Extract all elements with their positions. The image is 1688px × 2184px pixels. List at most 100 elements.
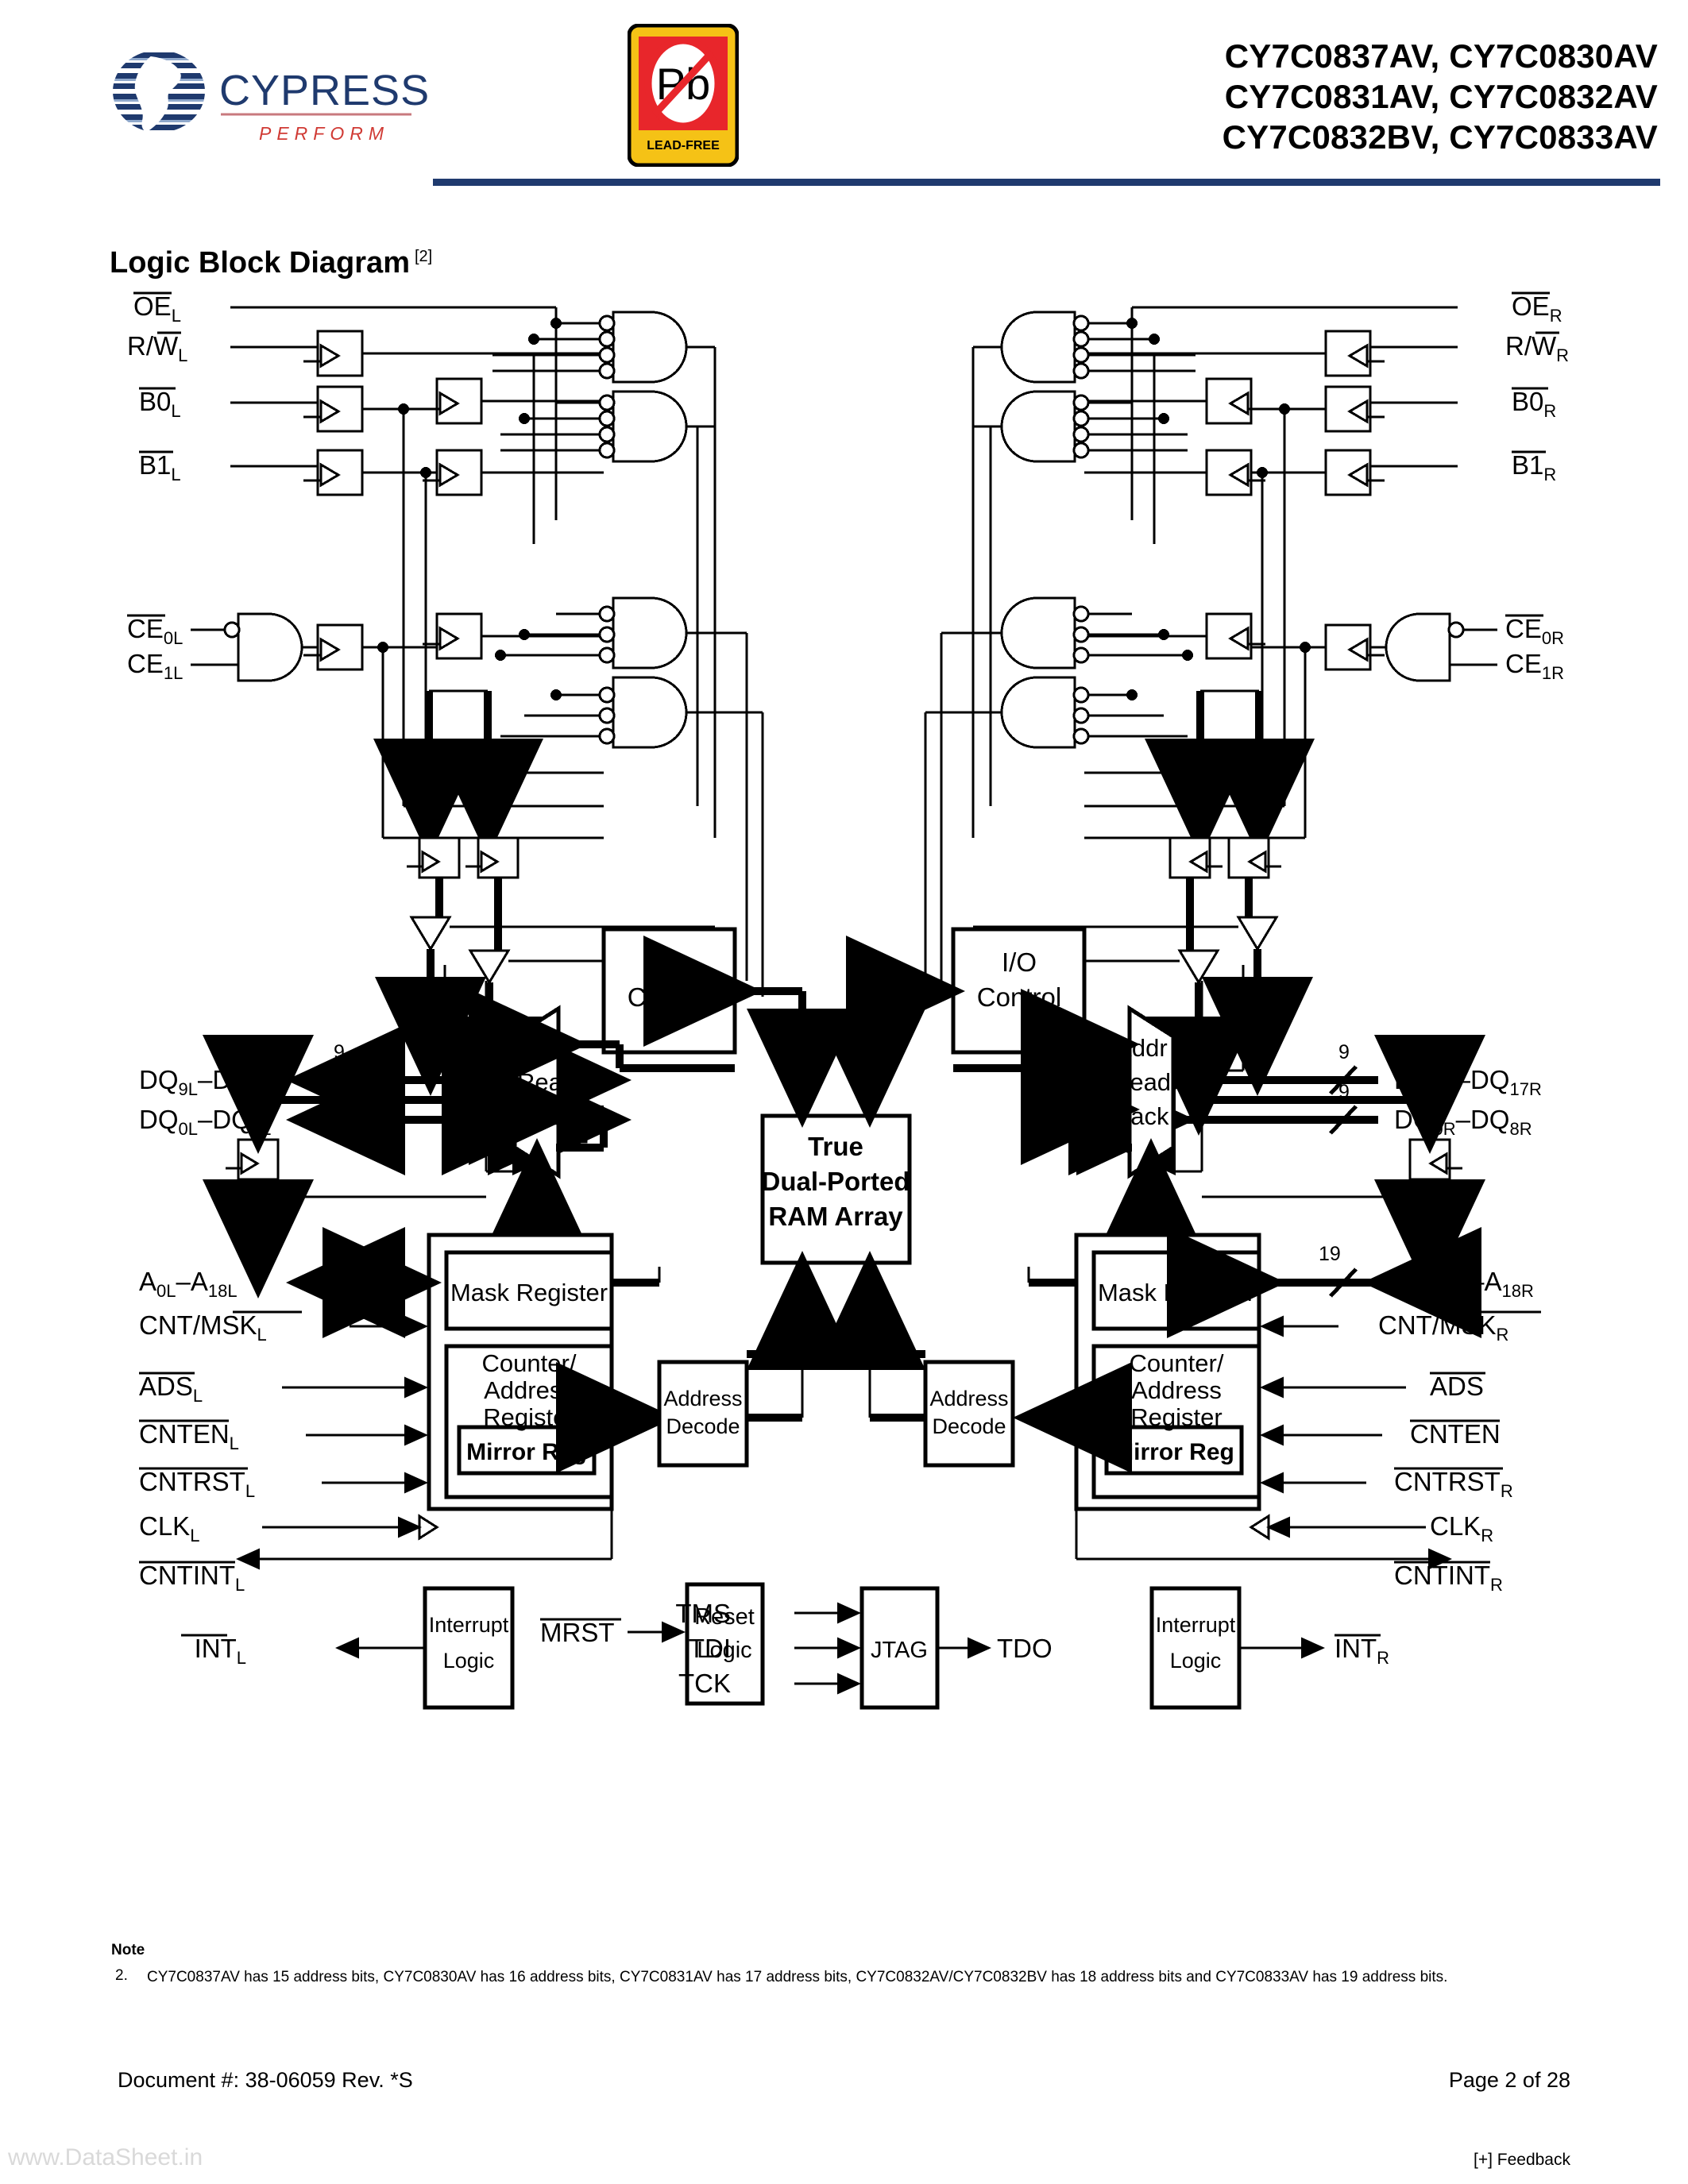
- signal-label-addr-right: A0R–A18R: [1430, 1267, 1534, 1301]
- svg-text:True: True: [808, 1132, 863, 1161]
- page-number: Page 2 of 28: [1448, 2068, 1570, 2092]
- note-heading: Note: [111, 1942, 145, 1958]
- svg-text:MRST: MRST: [540, 1618, 615, 1647]
- bus-width-addr-right: 19: [1319, 1243, 1341, 1265]
- watermark: www.DataSheet.in: [8, 2144, 203, 2170]
- signal-label-mrst: MRST: [540, 1618, 621, 1647]
- signal-label-rw-right: R/WR: [1505, 331, 1569, 365]
- svg-text:CNTRSTR: CNTRSTR: [1394, 1467, 1513, 1501]
- signal-label-cnten-left: CNTENL: [139, 1419, 239, 1453]
- svg-text:Address: Address: [484, 1376, 574, 1404]
- svg-text:DQ0L–DQ8L: DQ0L–DQ8L: [139, 1105, 271, 1139]
- svg-text:INTL: INTL: [195, 1634, 246, 1668]
- svg-text:CNTINTR: CNTINTR: [1394, 1561, 1503, 1595]
- latch-right-io-a: [1227, 836, 1281, 879]
- svg-text:ADS: ADS: [1430, 1372, 1484, 1401]
- svg-text:CNTRSTL: CNTRSTL: [139, 1467, 255, 1501]
- signal-label-dq-hi-right: DQ9R–DQ17R: [1394, 1065, 1542, 1099]
- svg-text:Decode: Decode: [932, 1414, 1006, 1438]
- svg-text:CE0L: CE0L: [127, 614, 183, 648]
- part-number-titles: CY7C0837AV, CY7C0830AV CY7C0831AV, CY7C0…: [1223, 36, 1658, 158]
- signal-label-tdi: TDI: [689, 1634, 731, 1663]
- latch-right-c2c: [1205, 612, 1265, 660]
- latch-right-io-b: [1168, 836, 1223, 879]
- svg-text:DQ9L–DQ17L: DQ9L–DQ17L: [139, 1065, 281, 1099]
- svg-text:Logic: Logic: [1170, 1649, 1222, 1673]
- svg-text:Read: Read: [517, 1068, 576, 1096]
- tristate-right-addr: [1408, 1186, 1451, 1221]
- signal-label-addr-left: A0L–A18L: [139, 1267, 238, 1301]
- svg-text:CNT/MSKR: CNT/MSKR: [1378, 1310, 1508, 1345]
- svg-text:Addr: Addr: [520, 1034, 572, 1062]
- latch-right-c2a: [1205, 377, 1265, 425]
- latch-right-rw: [1324, 330, 1385, 377]
- logic-block-diagram: OEL R/WL B0L B1L CE0L CE1L: [0, 282, 1688, 1918]
- svg-text:Back: Back: [520, 1102, 574, 1130]
- signal-label-cnten-right: CNTEN: [1410, 1419, 1501, 1449]
- bus-width-dq-lo-right: 9: [1338, 1081, 1350, 1103]
- signal-label-cntrst-left: CNTRSTL: [139, 1467, 255, 1501]
- and-gate-right-2: [973, 390, 1188, 463]
- lead-free-badge: Pb LEAD-FREE: [627, 23, 740, 168]
- svg-text:ADSL: ADSL: [139, 1372, 203, 1406]
- note-text: CY7C0837AV has 15 address bits, CY7C0830…: [147, 1969, 1448, 1985]
- svg-text:B1L: B1L: [139, 450, 181, 484]
- signal-label-ads-left: ADSL: [139, 1372, 203, 1406]
- svg-text:A0R–A18R: A0R–A18R: [1430, 1267, 1534, 1301]
- svg-text:Counter/: Counter/: [1130, 1349, 1224, 1377]
- svg-text:Logic: Logic: [697, 1638, 751, 1663]
- address-decode-left: [657, 1360, 749, 1468]
- svg-text:Back: Back: [1114, 1102, 1169, 1130]
- and-gate-left-3: [500, 596, 715, 669]
- bus-width-dq-lo-left: 9: [334, 1081, 345, 1103]
- svg-text:DQ9R–DQ17R: DQ9R–DQ17R: [1394, 1065, 1542, 1099]
- cypress-logo: CYPRESS PERFORM: [110, 48, 429, 151]
- latch-left-b1: [303, 449, 364, 496]
- svg-text:CYPRESS: CYPRESS: [219, 67, 427, 114]
- svg-text:CNTENL: CNTENL: [139, 1419, 239, 1453]
- signal-label-cnt-msk-left: CNT/MSKL: [139, 1310, 302, 1345]
- page-title-text: Logic Block Diagram: [110, 246, 410, 280]
- lead-free-label: LEAD-FREE: [647, 139, 720, 152]
- ram-array-label: True Dual-Ported RAM Array: [761, 1132, 910, 1231]
- bus-width-dq-hi-right: 9: [1338, 1041, 1350, 1063]
- tristate-left-a: [409, 916, 452, 951]
- svg-text:Address: Address: [663, 1387, 742, 1410]
- feedback-link[interactable]: [+] Feedback: [1474, 2151, 1570, 2169]
- svg-text:DQ0R–DQ8R: DQ0R–DQ8R: [1394, 1105, 1532, 1139]
- svg-text:CE0R: CE0R: [1505, 614, 1564, 648]
- mask-register-label-left: Mask Register: [450, 1279, 608, 1306]
- signal-label-tck: TCK: [678, 1669, 731, 1698]
- nand-gate-left-ce: [191, 612, 318, 682]
- svg-text:PERFORM: PERFORM: [259, 123, 389, 144]
- and-gate-left-4: [500, 676, 715, 749]
- svg-text:R/WL: R/WL: [127, 331, 187, 365]
- svg-text:INTR: INTR: [1335, 1634, 1389, 1668]
- latch-left-rw: [303, 330, 364, 377]
- signal-label-cnt-msk-right: CNT/MSKR: [1378, 1310, 1541, 1345]
- title-line-2: CY7C0831AV, CY7C0832AV: [1224, 78, 1658, 116]
- tristate-left-b: [468, 949, 511, 985]
- svg-text:CLKL: CLKL: [139, 1511, 199, 1545]
- and-gate-left-2: [500, 390, 715, 463]
- signal-label-clk-right: CLKR: [1430, 1511, 1493, 1545]
- svg-text:Interrupt: Interrupt: [1156, 1613, 1236, 1637]
- svg-text:Control: Control: [977, 982, 1061, 1012]
- tristate-right-b: [1177, 949, 1220, 985]
- and-gate-right-3: [973, 596, 1188, 669]
- svg-text:RAM Array: RAM Array: [768, 1202, 903, 1231]
- tristate-right-a: [1236, 916, 1279, 951]
- svg-text:Counter/: Counter/: [482, 1349, 577, 1377]
- signal-label-b0-right: B0R: [1512, 387, 1556, 421]
- document-number: Document #: 38-06059 Rev. *S: [118, 2068, 413, 2092]
- svg-text:CNT/MSKL: CNT/MSKL: [139, 1310, 267, 1345]
- svg-text:Control: Control: [628, 982, 712, 1012]
